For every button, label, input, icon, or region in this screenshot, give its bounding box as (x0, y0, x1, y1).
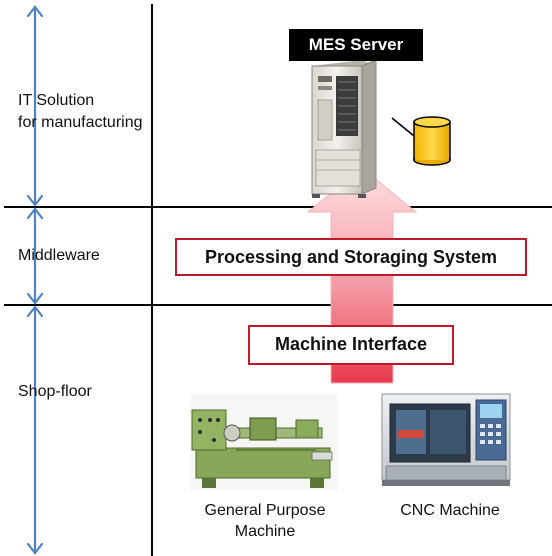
span-arrow-middleware (26, 207, 44, 305)
cnc-machine-label: CNC Machine (400, 502, 500, 519)
lathe-machine-icon (190, 394, 338, 490)
cnc-machine-icon (381, 393, 511, 486)
server-tower-icon (311, 59, 377, 198)
database-icon (413, 116, 451, 166)
span-arrow-it (26, 5, 44, 207)
span-arrow-shopfloor (26, 305, 44, 555)
layer-label-shop-floor: Shop-floor (18, 383, 92, 400)
machine-interface-box: Machine Interface (248, 325, 454, 365)
layer-label-middleware: Middleware (18, 247, 100, 264)
general-purpose-machine-label: General Purpose Machine (204, 502, 326, 540)
mes-server-title: MES Server (289, 29, 423, 61)
processing-system-box: Processing and Storaging System (175, 238, 527, 276)
layer-label-it-solution: IT Solution for manufacturing (18, 92, 143, 131)
server-db-link (391, 117, 415, 137)
